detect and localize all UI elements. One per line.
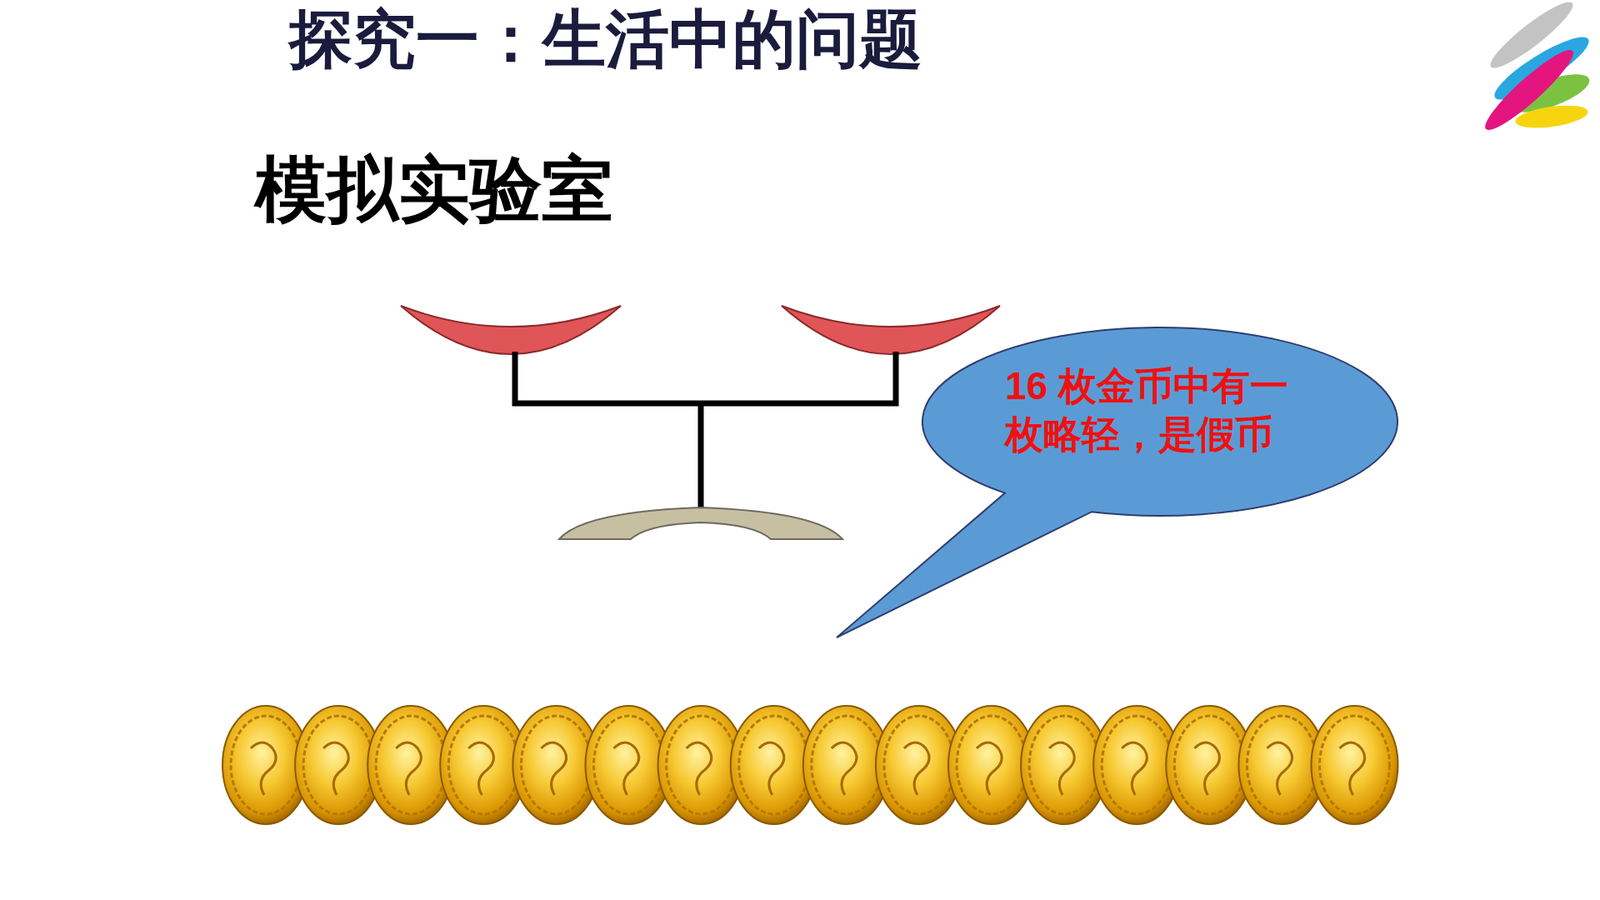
slide-title: 探究一：生活中的问题: [289, 5, 923, 75]
balance-scale: [400, 305, 1000, 540]
logo: [1478, 0, 1596, 138]
callout-text: 16 枚金币中有一枚略轻，是假币: [1005, 362, 1305, 459]
speech-callout: 16 枚金币中有一枚略轻，是假币: [825, 320, 1409, 655]
gold-coin: [1311, 705, 1399, 825]
section-heading: 模拟实验室: [255, 150, 614, 230]
gold-coins: [222, 705, 1399, 825]
